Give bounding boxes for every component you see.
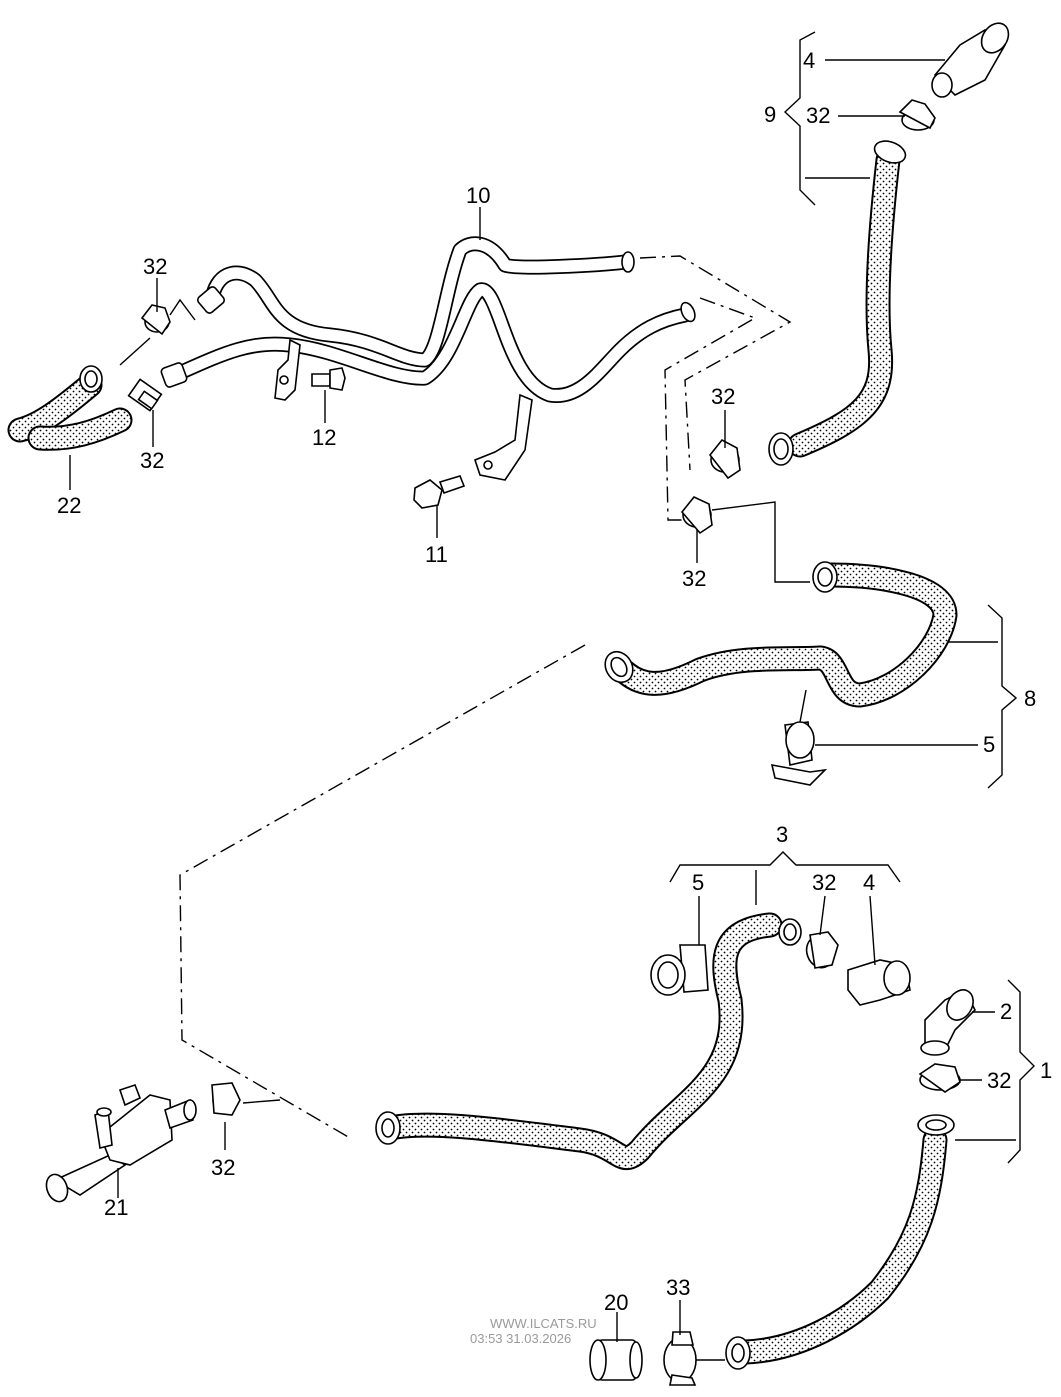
leader-lines — [69, 31, 1035, 1361]
holder-5-upper — [770, 721, 828, 786]
clamp-32-bottom-left — [211, 1082, 241, 1116]
callout-1: 1 — [1040, 1058, 1052, 1083]
watermark-timestamp: 03:53 31.03.2026 — [470, 1331, 571, 1346]
callout-8: 8 — [1024, 686, 1036, 711]
callout-21: 21 — [104, 1195, 128, 1220]
callout-4-bottom: 4 — [863, 870, 875, 895]
callout-22: 22 — [57, 493, 81, 518]
callout-32-top: 32 — [806, 103, 830, 128]
watermark-site: WWW.ILCATS.RU — [490, 1316, 597, 1331]
clamp-32-top — [898, 99, 936, 131]
watermark: WWW.ILCATS.RU 03:53 31.03.2026 — [470, 1316, 597, 1346]
callout-32-mid-lower: 32 — [682, 566, 706, 591]
hose-3 — [375, 912, 802, 1171]
hose-9 — [768, 140, 907, 466]
hose-1 — [725, 1114, 955, 1370]
connector-2 — [920, 988, 976, 1056]
dash-route-second — [664, 297, 757, 521]
dash-route-long — [179, 644, 586, 1139]
callout-2: 2 — [1000, 999, 1012, 1024]
bracket-11 — [474, 393, 533, 481]
callout-32-right: 32 — [987, 1068, 1011, 1093]
callout-32-bottom-mid: 32 — [812, 870, 836, 895]
hose-22 — [7, 365, 133, 451]
bracket-12 — [274, 338, 301, 401]
callout-4-top: 4 — [803, 48, 815, 73]
connector-4-top — [931, 22, 1010, 98]
callout-11: 11 — [425, 542, 448, 567]
dash-route-top — [639, 255, 792, 471]
callout-32-left-upper: 32 — [143, 254, 167, 279]
callout-32-left-lower: 32 — [140, 448, 164, 473]
callout-5-upper: 5 — [983, 732, 995, 757]
callout-labels: 4 32 9 10 32 32 12 32 22 11 32 8 5 3 5 3… — [57, 48, 1052, 1315]
holder-5-lower — [650, 944, 709, 996]
callout-3: 3 — [776, 822, 788, 847]
connector-4-bottom — [847, 959, 911, 1006]
adapter-20 — [589, 1339, 643, 1381]
clamp-32-right — [918, 1063, 961, 1093]
clamp-32-mid-upper — [708, 438, 741, 480]
flange-21 — [45, 1083, 197, 1203]
pipe-assembly-10 — [160, 236, 696, 403]
callout-5-lower: 5 — [692, 870, 704, 895]
callout-12: 12 — [312, 425, 336, 450]
clamp-32-bottom-mid — [805, 931, 839, 969]
hose-8 — [604, 561, 958, 708]
bolt-12 — [311, 367, 346, 391]
clamp-32-left-lower — [127, 378, 163, 412]
callout-9: 9 — [764, 102, 776, 127]
callout-32-mid-upper: 32 — [711, 384, 735, 409]
callout-10: 10 — [466, 183, 490, 208]
bolt-11 — [413, 475, 466, 509]
callout-33: 33 — [666, 1275, 690, 1300]
callout-20: 20 — [604, 1290, 628, 1315]
clamp-32-mid-lower — [680, 496, 713, 535]
callout-32-bottom-left: 32 — [211, 1155, 235, 1180]
clamp-33 — [663, 1331, 697, 1386]
clamp-32-left-upper — [140, 304, 171, 336]
